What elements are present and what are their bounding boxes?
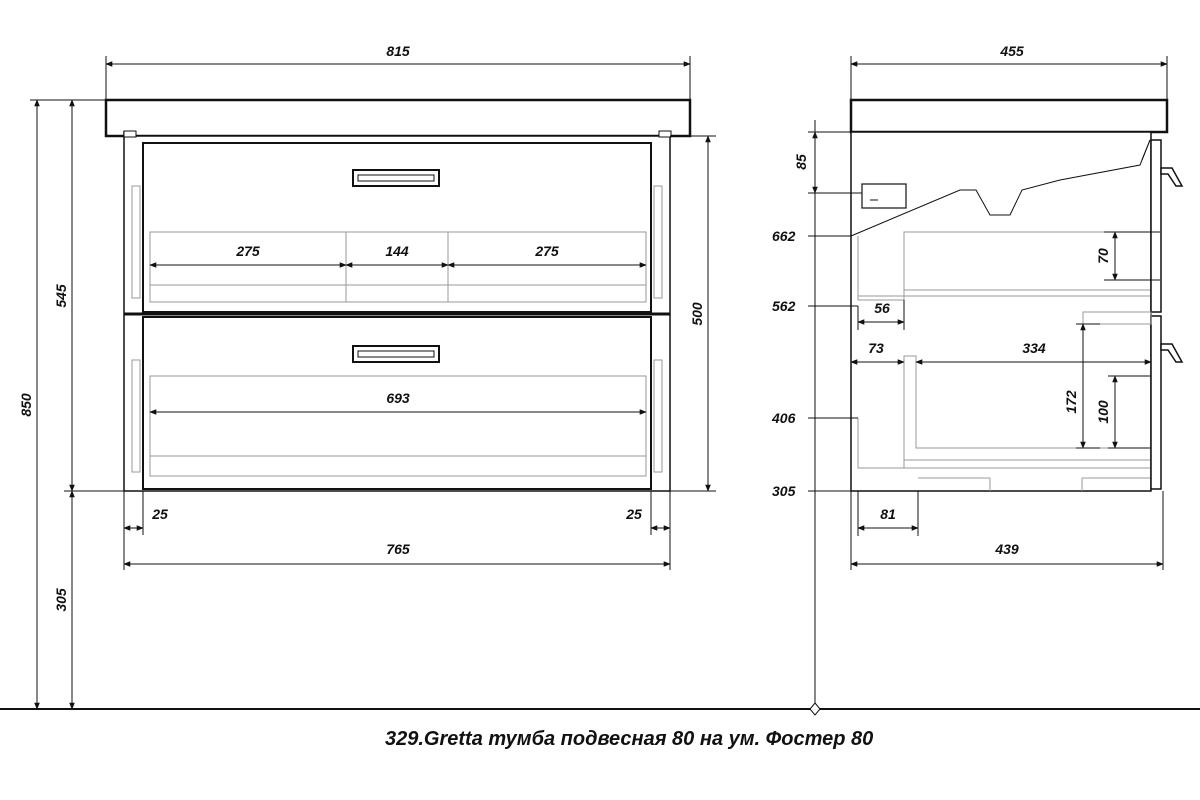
lower-drawer-handle — [352, 345, 440, 363]
dim-body-width: 765 — [386, 541, 410, 557]
lower-drawer-front — [142, 316, 652, 490]
dim-lower-depth: 334 — [1022, 340, 1046, 356]
front-dimensions — [30, 56, 716, 710]
dim-mount-height: 305 — [53, 588, 69, 612]
dim-upper-drawer-h: 70 — [1095, 248, 1111, 264]
dim-edge-left: 25 — [151, 506, 168, 522]
dim-upper-right: 275 — [534, 243, 559, 259]
dim-upper-inset: 56 — [874, 300, 890, 316]
side-view: 455 85 662 562 406 305 56 70 73 334 172 … — [771, 43, 1184, 570]
upper-drawer-front — [142, 142, 652, 313]
dim-lower-inner: 693 — [386, 390, 410, 406]
front-view: 815 850 545 305 500 275 144 275 693 25 2… — [18, 43, 716, 710]
side-drawer-front-upper — [1150, 139, 1162, 313]
dim-upper-mid: 144 — [385, 243, 409, 259]
dim-cabinet-height: 545 — [53, 284, 69, 308]
side-handle-lower — [1160, 343, 1184, 363]
side-countertop — [849, 98, 1169, 134]
dim-level-562: 562 — [772, 298, 796, 314]
dim-total-height: 850 — [18, 393, 34, 417]
dim-top-gap: 85 — [793, 154, 809, 170]
side-handle-upper — [1160, 167, 1184, 187]
side-drawer-front-lower — [1150, 315, 1162, 490]
dim-lower-inset: 73 — [868, 340, 884, 356]
front-countertop — [104, 98, 692, 138]
dim-base-inset: 81 — [880, 506, 896, 522]
dim-overall-width: 815 — [386, 43, 410, 59]
dim-lower-inner-h: 100 — [1095, 400, 1111, 424]
basin-outline — [850, 139, 1151, 237]
axis-marker — [809, 702, 821, 716]
dim-overall-depth: 455 — [999, 43, 1024, 59]
dim-lower-height: 172 — [1063, 390, 1079, 414]
dim-front-height: 500 — [689, 302, 705, 326]
dim-level-305: 305 — [772, 483, 796, 499]
siphon — [861, 183, 907, 209]
dim-level-662: 662 — [772, 228, 796, 244]
side-dimensions — [808, 56, 1168, 570]
dim-upper-left: 275 — [235, 243, 260, 259]
drawing-caption: 329.Gretta тумба подвесная 80 на ум. Фос… — [385, 728, 874, 750]
dim-level-406: 406 — [771, 410, 796, 426]
dim-body-depth: 439 — [994, 541, 1019, 557]
upper-drawer-handle — [352, 169, 440, 187]
dim-edge-right: 25 — [625, 506, 642, 522]
